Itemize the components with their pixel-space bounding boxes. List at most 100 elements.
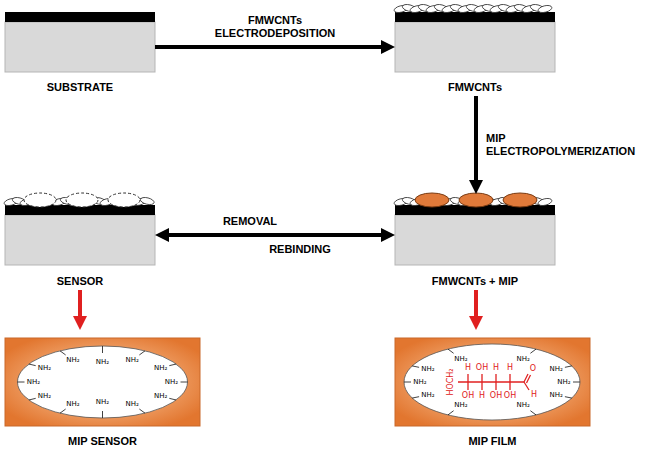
edge-note: REBINDING xyxy=(269,244,331,255)
functional-group: NH₂ xyxy=(549,391,562,398)
amine-bond xyxy=(404,382,411,383)
process-arrow xyxy=(155,45,388,49)
functional-group: NH₂ xyxy=(27,379,40,386)
step-label: REMOVAL xyxy=(223,215,277,228)
atom-label: OH xyxy=(504,392,516,400)
functional-group: NH₂ xyxy=(454,355,467,362)
amine-bond xyxy=(29,364,36,366)
bond xyxy=(524,382,529,390)
conductive-layer xyxy=(395,12,555,22)
process-stage: SENSOR xyxy=(5,194,155,290)
substrate-base xyxy=(395,22,555,72)
process-stage: FMWCNTs xyxy=(395,2,555,96)
bond xyxy=(467,374,468,390)
nanotube xyxy=(537,197,552,207)
amine-bond xyxy=(60,351,66,355)
amine-bond xyxy=(412,366,419,367)
nanotube xyxy=(537,4,552,14)
substrate-base xyxy=(5,22,155,72)
mip-island xyxy=(459,193,493,207)
template-molecule xyxy=(458,374,531,390)
amine-bond xyxy=(169,398,176,400)
stage-label: MIP FILM xyxy=(468,435,516,448)
functional-group: NH₂ xyxy=(557,379,570,386)
polymer-panel xyxy=(395,338,590,426)
stage-label: FMWCNTs + MIP xyxy=(432,275,518,288)
functional-group: NH₂ xyxy=(125,357,138,364)
functional-group: NH₂ xyxy=(96,399,109,406)
bond xyxy=(481,374,482,390)
substrate-base xyxy=(5,215,155,265)
process-arrow xyxy=(162,233,388,237)
functional-group: NH₂ xyxy=(165,379,178,386)
functional-group: NH₂ xyxy=(421,366,434,373)
stage-label: SENSOR xyxy=(57,275,103,288)
functional-group: NH₂ xyxy=(517,355,530,362)
process-arrow xyxy=(474,290,478,323)
functional-group: NH₂ xyxy=(154,393,167,400)
functional-group: NH₂ xyxy=(66,357,79,364)
process-arrow xyxy=(474,96,478,187)
amine-bond xyxy=(448,411,454,415)
amine-bond xyxy=(573,382,580,383)
functional-group: NH₂ xyxy=(125,400,138,407)
functional-group: NH₂ xyxy=(517,402,530,409)
empty-cavity xyxy=(66,193,98,207)
amine-bond xyxy=(448,349,454,353)
functional-group: NH₂ xyxy=(96,359,109,366)
mip-island xyxy=(503,193,537,207)
functional-group: NH₂ xyxy=(38,393,51,400)
amine-bonds xyxy=(18,346,581,418)
atom-label: H xyxy=(507,364,513,372)
empty-cavities xyxy=(24,193,140,207)
atom-label: OH xyxy=(476,364,488,372)
empty-cavity xyxy=(24,193,56,207)
amine-bond xyxy=(139,409,145,413)
step-label: MIP ELECTROPOLYMERIZATION xyxy=(486,132,644,158)
functional-group: NH₂ xyxy=(413,379,426,386)
functional-group: NH₂ xyxy=(549,366,562,373)
process-stage: MIP FILM xyxy=(395,330,590,450)
cavity xyxy=(18,346,188,418)
amine-bond xyxy=(530,349,536,353)
step-label: FMWCNTs ELECTRODEPOSITION xyxy=(200,14,350,40)
bond xyxy=(509,374,510,390)
bond xyxy=(527,375,531,383)
functional-group: NH₂ xyxy=(66,400,79,407)
functional-group: NH₂ xyxy=(154,364,167,371)
bond xyxy=(495,374,496,390)
atom-label: HOCH₂ xyxy=(447,368,455,395)
atom-label: H xyxy=(479,392,485,400)
amine-bond xyxy=(102,346,103,353)
nanotube-layer xyxy=(393,3,552,14)
process-arrow xyxy=(78,290,82,323)
amine-bond xyxy=(102,411,103,418)
amine-bond xyxy=(18,382,25,383)
process-stage: FMWCNTs + MIP xyxy=(395,194,555,290)
functional-group: NH₂ xyxy=(421,391,434,398)
amine-bond xyxy=(29,398,36,400)
functional-group: NH₂ xyxy=(38,364,51,371)
amine-bond xyxy=(530,411,536,415)
process-stage: MIP SENSOR xyxy=(5,330,200,450)
functional-group: NH₂ xyxy=(454,402,467,409)
atom-label: H xyxy=(493,364,499,372)
atom-label: OH xyxy=(490,392,502,400)
amine-bond xyxy=(139,351,145,355)
atom-label: H xyxy=(465,364,471,372)
amine-bond xyxy=(565,366,572,367)
amine-bond xyxy=(60,409,66,413)
nanotube xyxy=(140,196,155,206)
stage-label: MIP SENSOR xyxy=(68,435,137,448)
process-stage: SUBSTRATE xyxy=(5,2,155,96)
polymer-islands xyxy=(415,193,537,207)
amine-bond xyxy=(565,397,572,398)
mip-island xyxy=(415,193,449,207)
atom-label: OH xyxy=(462,392,474,400)
amine-bond xyxy=(181,382,188,383)
amine-bond xyxy=(412,397,419,398)
